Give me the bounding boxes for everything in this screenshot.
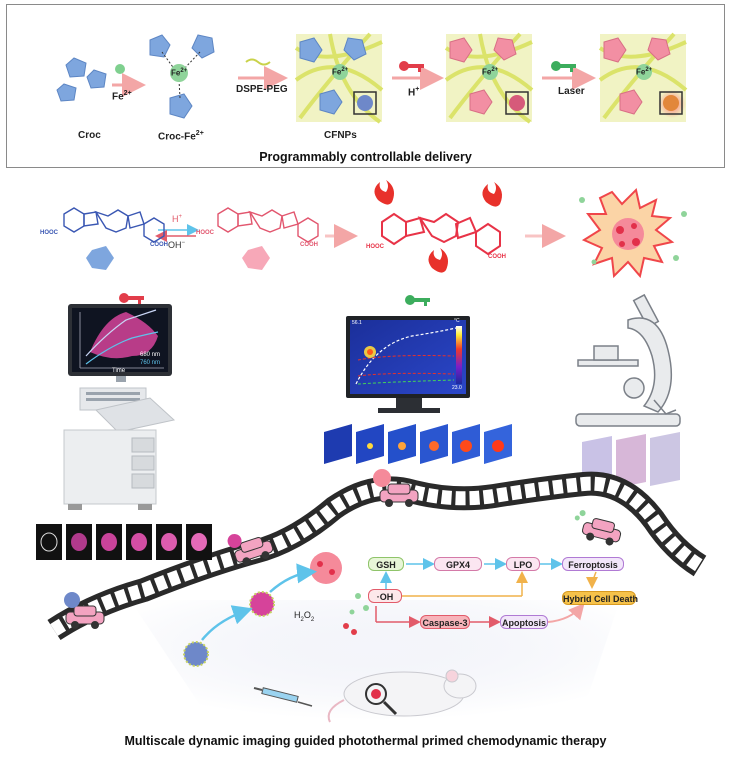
- acid-fe-node-label: Fe2+: [482, 67, 499, 77]
- nanoparticles: [183, 552, 369, 667]
- syringe-icon: [253, 687, 313, 707]
- croc-structure-blue: [63, 207, 165, 243]
- node-ferroptosis: Ferroptosis: [562, 557, 624, 571]
- path-arrow-ferroptosis-to-hybrid: [586, 571, 599, 589]
- cooh-label-pink: COOH: [300, 242, 318, 248]
- path-arrow-apoptosis-to-hybrid: [547, 602, 585, 623]
- node-lpo: LPO: [506, 557, 540, 571]
- laser-key-icon: [551, 61, 576, 72]
- spotlight: [130, 600, 620, 720]
- croc-pentagons: [56, 57, 107, 102]
- imaging-xaxis-label: Time: [112, 368, 126, 374]
- equilibrium-forward-label: H+: [172, 214, 183, 224]
- croc-pentagon-blue: [86, 246, 114, 270]
- flame-icon: [374, 180, 502, 273]
- cfnps-label: CFNPs: [324, 130, 357, 141]
- croc-pentagon-pink: [242, 246, 270, 270]
- top-caption: Programmably controllable delivery: [259, 150, 472, 164]
- croc-label: Croc: [78, 130, 101, 141]
- imaging-key-icon: [119, 293, 144, 304]
- hooc-label-blue: HOOC: [40, 230, 58, 236]
- croc-structure-pink: [217, 207, 319, 243]
- thermal-image-strip: [324, 424, 512, 464]
- legend-680: 680 nm: [140, 352, 161, 358]
- node-caspase-3: Caspase-3: [420, 615, 470, 629]
- node-gsh: GSH: [368, 557, 404, 571]
- croc-fe-label: Croc-Fe2+: [158, 130, 204, 143]
- dspe-peg-label: DSPE-PEG: [236, 84, 288, 95]
- h-plus-label: H+: [408, 86, 420, 99]
- croc-fe-complex: [149, 34, 215, 119]
- cfnps-box: [294, 32, 384, 124]
- thermal-unit: °C: [454, 318, 460, 324]
- cooh-label-blue: COOH: [150, 242, 168, 248]
- bottom-caption: Multiscale dynamic imaging guided photot…: [124, 734, 607, 748]
- thermal-key-icon: [405, 295, 430, 306]
- imaging-monitor: [63, 304, 176, 510]
- acid-key-icon: [399, 61, 424, 72]
- legend-760: 760 nm: [140, 360, 161, 366]
- node-apoptosis: Apoptosis: [500, 615, 548, 629]
- thermal-monitor: [346, 316, 470, 413]
- fe-ion-dot: [115, 64, 125, 74]
- mouse-model: [327, 669, 477, 723]
- node-oh: ·OH: [368, 589, 402, 603]
- cfnps-fe-node-label: Fe2+: [332, 67, 349, 77]
- complex-fe-node-label: Fe2+: [171, 68, 188, 78]
- laser-label: Laser: [558, 86, 585, 97]
- h2o2-label: H2O2: [294, 610, 315, 623]
- microscope: [575, 293, 681, 427]
- hooc-label-pink: HOOC: [196, 230, 214, 236]
- thermal-max: 56.1: [352, 320, 362, 326]
- delivery-arrow-2: [269, 563, 317, 593]
- equilibrium-reverse-label: OH−: [168, 240, 186, 250]
- fluorescence-image-strip: [36, 524, 212, 560]
- delivery-arrow-1: [201, 605, 253, 641]
- laser-fe-node-label: Fe2+: [636, 67, 653, 77]
- cooh-label-heated: COOH: [488, 254, 506, 260]
- thermal-min: 23.0: [452, 385, 462, 391]
- burst-explosion: [579, 188, 687, 279]
- node-hybrid-cell-death: Hybrid Cell Death: [562, 591, 638, 605]
- acid-box: [444, 32, 534, 124]
- car-icon: [64, 469, 622, 629]
- fe-ion-label: Fe2+: [112, 90, 132, 103]
- dspe-peg-chain: [245, 58, 271, 66]
- hooc-label-heated: HOOC: [366, 244, 384, 250]
- node-gpx4: GPX4: [434, 557, 482, 571]
- laser-box: [598, 32, 688, 122]
- croc-structure-heated: [381, 212, 501, 256]
